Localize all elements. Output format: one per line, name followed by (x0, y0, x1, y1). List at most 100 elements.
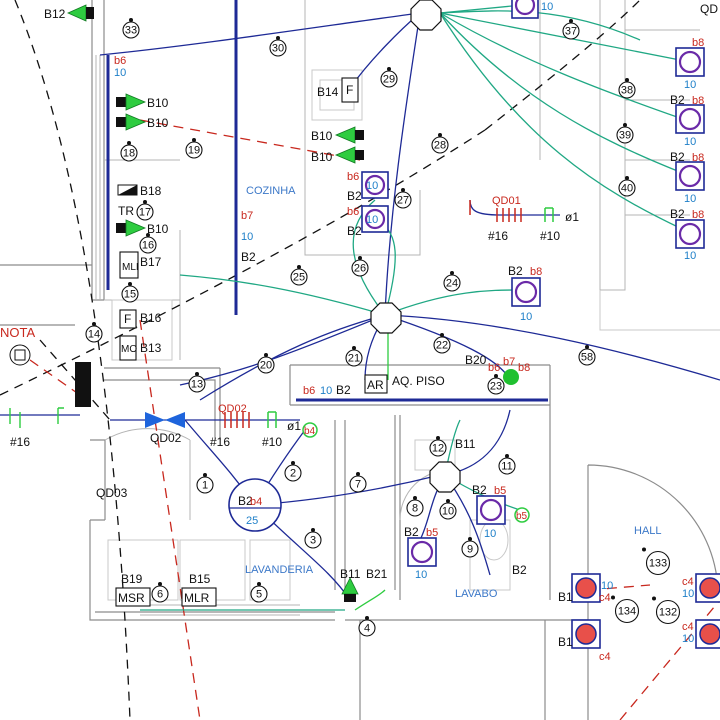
msr-box[interactable] (115, 587, 151, 607)
circuit-number-29: 29 (383, 74, 395, 86)
circuit-marker-9[interactable]: 9 (461, 537, 479, 558)
hall-fixture-2[interactable] (571, 619, 601, 649)
light-fixture-right-2[interactable] (675, 104, 705, 134)
circuit-tick-37 (569, 19, 573, 23)
qd02-valve[interactable]: QD02 (145, 412, 185, 445)
light-fixture-top[interactable] (511, 0, 539, 19)
panel-qd02[interactable]: QD02 #16 #10 ø1 (210, 403, 301, 449)
lbl-10-a: 10 (601, 580, 613, 592)
circuit-marker-4[interactable]: 4 (358, 616, 376, 637)
circuit-marker-58[interactable]: 58 (578, 345, 596, 366)
hall-fixture-4[interactable] (695, 619, 720, 649)
circuit-circle-24 (443, 274, 461, 292)
hall-fixture-3[interactable] (695, 573, 720, 603)
circuit-marker-12[interactable]: 12 (429, 436, 447, 457)
mlr-box[interactable] (181, 587, 217, 607)
circuit-marker-13[interactable]: 13 (188, 372, 206, 393)
light-fixture-right-4[interactable] (675, 219, 705, 249)
lbl-b10c: B10 (311, 129, 333, 143)
b14-box[interactable] (341, 77, 359, 103)
green-indicator[interactable] (503, 369, 519, 385)
circuit-number-40: 40 (621, 183, 633, 195)
lbl-msr: MSR (118, 591, 145, 605)
circuit-marker-37[interactable]: 37 (562, 19, 580, 40)
circuit-marker-15[interactable]: 15 (121, 282, 139, 303)
circuit-marker-26[interactable]: 26 (351, 256, 369, 277)
ceiling-light-hub[interactable]: B2 b4 25 (228, 478, 282, 532)
circuit-marker-133[interactable]: 133 (642, 547, 671, 576)
light-fixture-lavabo-1[interactable] (476, 495, 506, 525)
circuit-marker-10[interactable]: 10 (439, 499, 457, 520)
circuit-marker-25[interactable]: 25 (290, 265, 308, 286)
circuit-marker-33[interactable]: 33 (122, 18, 140, 39)
hall-fixture-1[interactable] (571, 573, 601, 603)
lbl-b7-kitchen: b7 (241, 210, 253, 222)
qd-top-label: QD (700, 2, 718, 16)
circuit-marker-20[interactable]: 20 (257, 353, 275, 374)
circuit-marker-30[interactable]: 30 (269, 36, 287, 57)
circuit-tick-8 (413, 496, 417, 500)
switch-b11-lavand[interactable] (341, 577, 359, 602)
circuit-marker-38[interactable]: 38 (618, 78, 636, 99)
circuit-marker-7[interactable]: 7 (349, 472, 367, 493)
light-fixture-cozinha-2[interactable] (361, 205, 389, 233)
circuit-marker-14[interactable]: 14 (85, 322, 103, 343)
circuit-circle-14 (85, 325, 103, 343)
circuit-marker-6[interactable]: 6 (151, 582, 169, 603)
circuit-marker-16[interactable]: 16 (139, 233, 157, 254)
switch-b10-a[interactable] (116, 93, 147, 111)
main-panel[interactable] (75, 362, 91, 407)
light-fixture-lavabo-2[interactable] (407, 537, 437, 567)
circuit-marker-11[interactable]: 11 (498, 454, 516, 475)
circuit-marker-28[interactable]: 28 (431, 133, 449, 154)
switch-b10-d[interactable] (334, 146, 364, 164)
circuit-marker-19[interactable]: 19 (185, 138, 203, 159)
light-fixture-cozinha-3[interactable] (511, 277, 541, 307)
circuit-marker-17[interactable]: 17 (136, 200, 154, 221)
circuit-marker-132[interactable]: 132 (652, 596, 681, 625)
circuit-number-33: 33 (125, 25, 137, 37)
switch-b18[interactable] (117, 184, 138, 196)
f16-box[interactable] (119, 309, 137, 329)
circuit-marker-8[interactable]: 8 (406, 496, 424, 517)
switch-b10-e[interactable] (116, 219, 147, 237)
circuit-marker-27[interactable]: 27 (394, 188, 412, 209)
circuit-marker-1[interactable]: 1 (196, 473, 214, 494)
nota-marker[interactable] (9, 344, 31, 366)
circuit-marker-3[interactable]: 3 (304, 528, 322, 549)
circuit-number-1: 1 (202, 480, 208, 492)
panel-qd01[interactable]: QD01 #16 #10 ø1 (469, 195, 579, 243)
circuit-circle-15 (121, 285, 139, 303)
lbl-b10a: B10 (147, 96, 169, 110)
circuit-circle-16 (139, 236, 157, 254)
switch-b10-c[interactable] (334, 126, 364, 144)
lbl-b10e: B10 (147, 222, 169, 236)
circuit-marker-22[interactable]: 22 (433, 333, 451, 354)
qd01-cable: #16 (488, 229, 508, 243)
lbl-c4-a: c4 (599, 592, 611, 604)
circuit-circle-40 (618, 179, 636, 197)
mli-box[interactable] (119, 251, 139, 279)
circuit-marker-134[interactable]: 134 (611, 595, 640, 624)
ar-box[interactable] (364, 374, 388, 394)
light-fixture-right-1[interactable] (675, 47, 705, 77)
mo-box[interactable] (119, 335, 137, 361)
qd02-name: QD02 (218, 403, 247, 415)
switch-b10-b[interactable] (116, 113, 147, 131)
circuit-marker-2[interactable]: 2 (284, 461, 302, 482)
circuit-marker-23[interactable]: 23 (487, 374, 505, 395)
switch-b12[interactable] (67, 4, 94, 22)
light-fixture-cozinha-1[interactable] (361, 171, 389, 199)
spot-light-b4[interactable] (302, 422, 318, 438)
circuit-marker-21[interactable]: 21 (345, 346, 363, 367)
spot-light-b5[interactable] (514, 507, 530, 523)
light-fixture-right-3[interactable] (675, 161, 705, 191)
circuit-marker-24[interactable]: 24 (443, 271, 461, 292)
circuit-tick-134 (611, 595, 615, 600)
circuit-marker-40[interactable]: 40 (618, 176, 636, 197)
circuit-marker-18[interactable]: 18 (120, 141, 138, 162)
circuit-marker-29[interactable]: 29 (380, 67, 398, 88)
circuit-marker-39[interactable]: 39 (616, 123, 634, 144)
circuit-marker-5[interactable]: 5 (250, 582, 268, 603)
circuit-number-133: 133 (649, 558, 667, 570)
